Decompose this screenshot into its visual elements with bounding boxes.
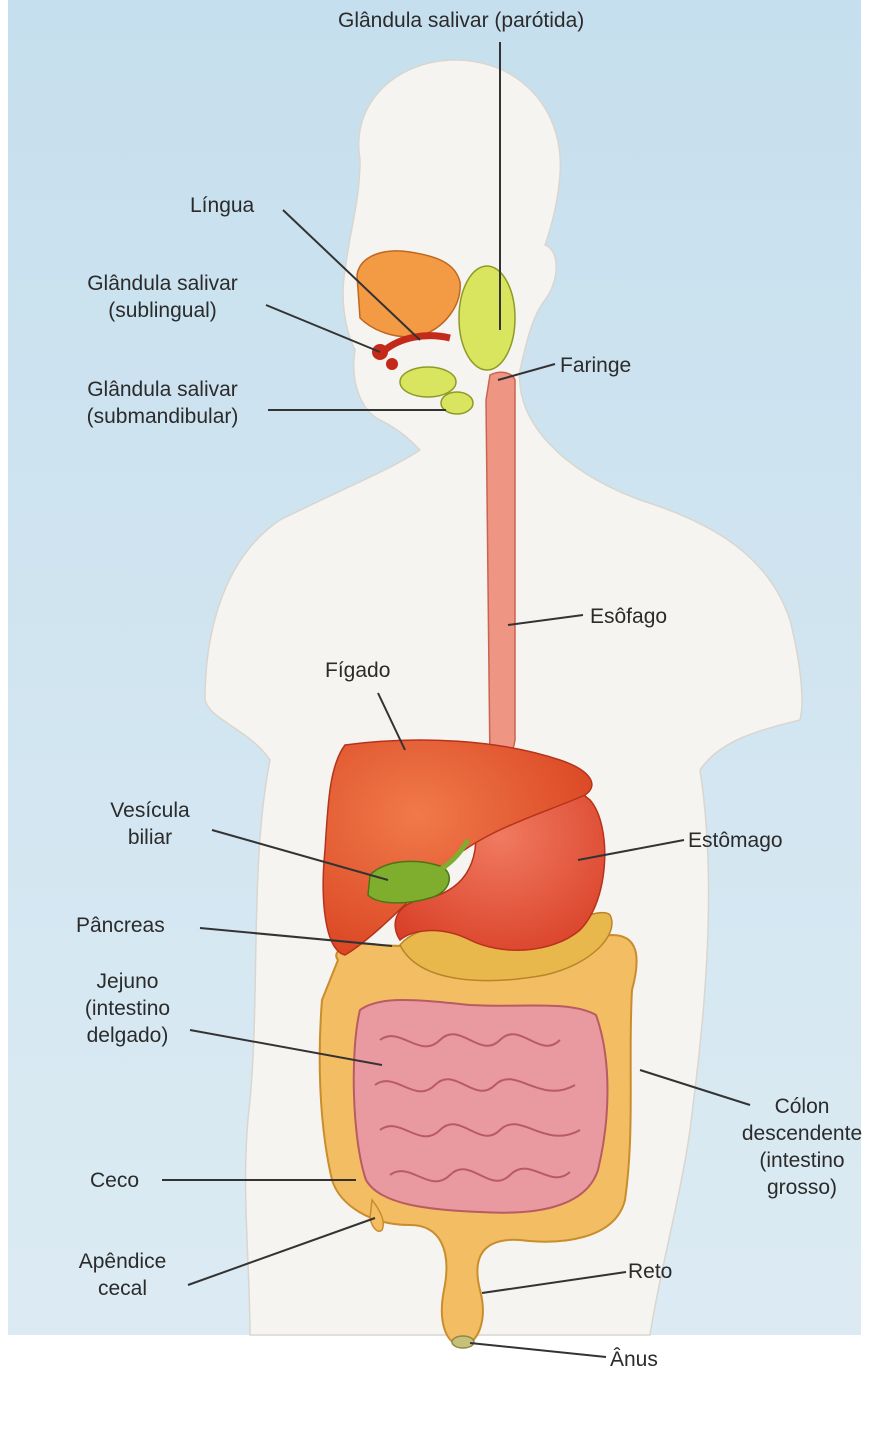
label-jejunum-line-2: (intestino (70, 995, 185, 1022)
label-colon: Cólon descendente (intestino grosso) (737, 1093, 867, 1201)
label-appendix: Apêndice cecal (60, 1248, 185, 1302)
label-colon-line-4: grosso) (737, 1174, 867, 1201)
label-pancreas: Pâncreas (76, 912, 165, 939)
label-anus: Ânus (610, 1346, 658, 1373)
label-parotid-gland: Glândula salivar (parótida) (338, 7, 584, 34)
small-intestine-shape (354, 1000, 608, 1213)
parotid-gland-shape (459, 266, 515, 370)
label-sublingual-line-1: Glândula salivar (60, 270, 265, 297)
label-gallbladder-line-1: Vesícula (95, 797, 205, 824)
leader-anus (470, 1343, 606, 1357)
label-sublingual-line-2: (sublingual) (60, 297, 265, 324)
label-colon-line-2: descendente (737, 1120, 867, 1147)
label-gallbladder-line-2: biliar (95, 824, 205, 851)
label-liver: Fígado (325, 657, 390, 684)
label-colon-line-1: Cólon (737, 1093, 867, 1120)
label-sublingual-gland: Glândula salivar (sublingual) (60, 270, 265, 324)
label-appendix-line-2: cecal (60, 1275, 185, 1302)
label-tongue: Língua (190, 192, 254, 219)
anus-shape (452, 1336, 474, 1348)
esophagus-shape (486, 372, 515, 766)
label-cecum: Ceco (90, 1167, 139, 1194)
label-gallbladder: Vesícula biliar (95, 797, 205, 851)
label-submandibular-gland: Glândula salivar (submandibular) (55, 376, 270, 430)
label-jejunum-line-1: Jejuno (70, 968, 185, 995)
label-rectum: Reto (628, 1258, 672, 1285)
label-stomach: Estômago (688, 827, 783, 854)
label-appendix-line-1: Apêndice (60, 1248, 185, 1275)
label-pharynx: Faringe (560, 352, 631, 379)
label-esophagus: Esôfago (590, 603, 667, 630)
label-colon-line-3: (intestino (737, 1147, 867, 1174)
label-jejunum: Jejuno (intestino delgado) (70, 968, 185, 1049)
label-jejunum-line-3: delgado) (70, 1022, 185, 1049)
label-submandibular-line-1: Glândula salivar (55, 376, 270, 403)
label-submandibular-line-2: (submandibular) (55, 403, 270, 430)
